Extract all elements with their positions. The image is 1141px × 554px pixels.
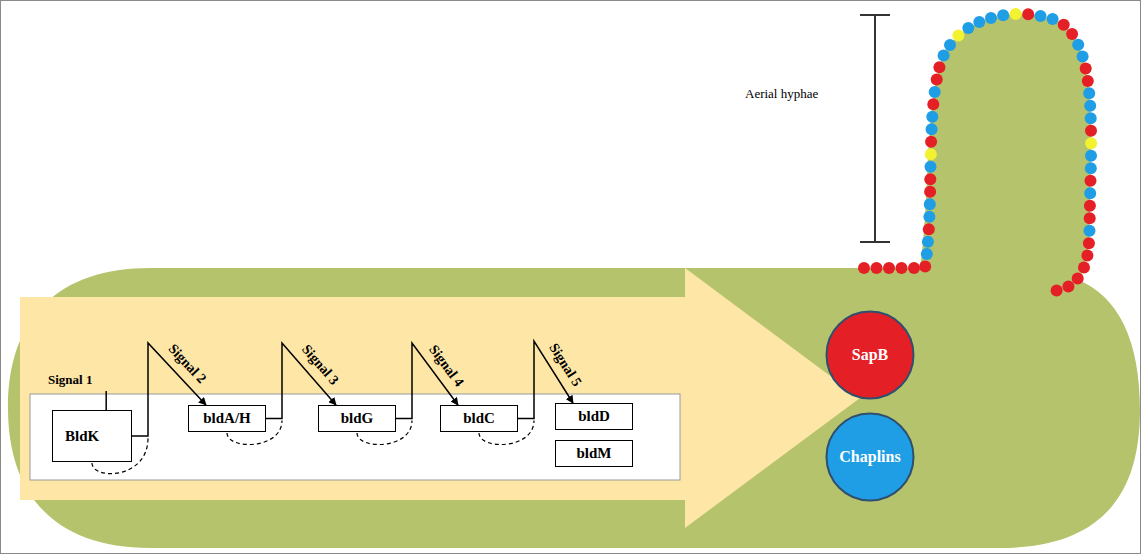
protein-dot: [871, 262, 883, 274]
gene-box: bldG: [318, 405, 396, 432]
bldk-box: BldK: [52, 410, 132, 462]
protein-dot: [952, 30, 964, 42]
protein-dot: [858, 262, 870, 274]
protein-dot: [997, 9, 1009, 21]
height-bracket: [860, 15, 890, 242]
protein-dot: [896, 262, 908, 274]
protein-dot: [1082, 75, 1094, 87]
signal-label: Signal 1: [48, 372, 92, 388]
protein-dot: [919, 261, 931, 273]
protein-dot: [1047, 13, 1059, 25]
protein-dot: [1066, 28, 1078, 40]
cascade-arrow: [20, 268, 860, 528]
protein-dot: [938, 50, 950, 62]
protein-dot: [926, 123, 938, 135]
protein-dot: [925, 136, 937, 148]
protein-dot: [962, 22, 974, 34]
circle-label: SapB: [852, 346, 888, 364]
protein-dot: [924, 173, 936, 185]
protein-dot: [1083, 87, 1095, 99]
protein-dot: [922, 236, 934, 248]
protein-dot: [921, 248, 933, 260]
protein-dot: [908, 262, 920, 274]
protein-dot: [883, 262, 895, 274]
protein-dot: [944, 39, 956, 51]
protein-dot: [1081, 250, 1093, 262]
protein-dot: [1084, 200, 1096, 212]
protein-dot: [923, 211, 935, 223]
protein-dot: [924, 198, 936, 210]
protein-dot: [1035, 10, 1047, 22]
protein-dot: [929, 86, 941, 98]
protein-dot: [1051, 285, 1063, 297]
circle-label: Chaplins: [839, 448, 900, 466]
gene-box: bldM: [555, 440, 633, 467]
sapb-circle: SapB: [825, 310, 915, 400]
protein-dot: [1083, 237, 1095, 249]
protein-dot: [927, 98, 939, 110]
protein-dot: [933, 61, 945, 73]
gene-label: bldD: [578, 408, 610, 425]
protein-dot: [1072, 272, 1084, 284]
protein-dot: [931, 74, 943, 86]
protein-dot: [973, 16, 985, 28]
gene-label: bldA/H: [203, 410, 251, 427]
protein-dot: [1085, 137, 1097, 149]
protein-dot: [1085, 125, 1097, 137]
chaplins-circle: Chaplins: [825, 412, 915, 502]
protein-dot: [1010, 8, 1022, 20]
gene-box: bldA/H: [188, 405, 266, 432]
protein-dot: [1084, 212, 1096, 224]
protein-dot: [1084, 187, 1096, 199]
protein-dot: [1072, 39, 1084, 51]
protein-dot: [923, 223, 935, 235]
dot-track: [864, 14, 1091, 291]
cascade-panel: [30, 394, 680, 480]
gene-label: bldG: [341, 410, 374, 427]
gene-box: bldD: [555, 403, 633, 430]
gene-box: bldC: [440, 405, 518, 432]
protein-dot: [985, 12, 997, 24]
protein-dot: [1080, 63, 1092, 75]
protein-dot: [1084, 225, 1096, 237]
protein-dot: [1077, 51, 1089, 63]
protein-dot: [1058, 19, 1070, 31]
protein-dot: [1085, 162, 1097, 174]
protein-dot: [1078, 262, 1090, 274]
protein-dot: [1022, 8, 1034, 20]
hypha-cell: [8, 14, 1140, 548]
gene-label: bldC: [463, 410, 495, 427]
protein-dot: [1085, 112, 1097, 124]
protein-dot: [1062, 281, 1074, 293]
protein-dot: [926, 111, 938, 123]
protein-dot: [925, 161, 937, 173]
bracket-label: Aerial hyphae: [745, 86, 818, 102]
protein-dot: [1084, 100, 1096, 112]
protein-dot: [1085, 150, 1097, 162]
protein-dot: [1085, 175, 1097, 187]
protein-dot: [925, 148, 937, 160]
protein-dot: [924, 186, 936, 198]
gene-label: BldK: [65, 428, 99, 445]
surface-protein-dots: [858, 8, 1097, 297]
gene-label: bldM: [576, 445, 611, 462]
